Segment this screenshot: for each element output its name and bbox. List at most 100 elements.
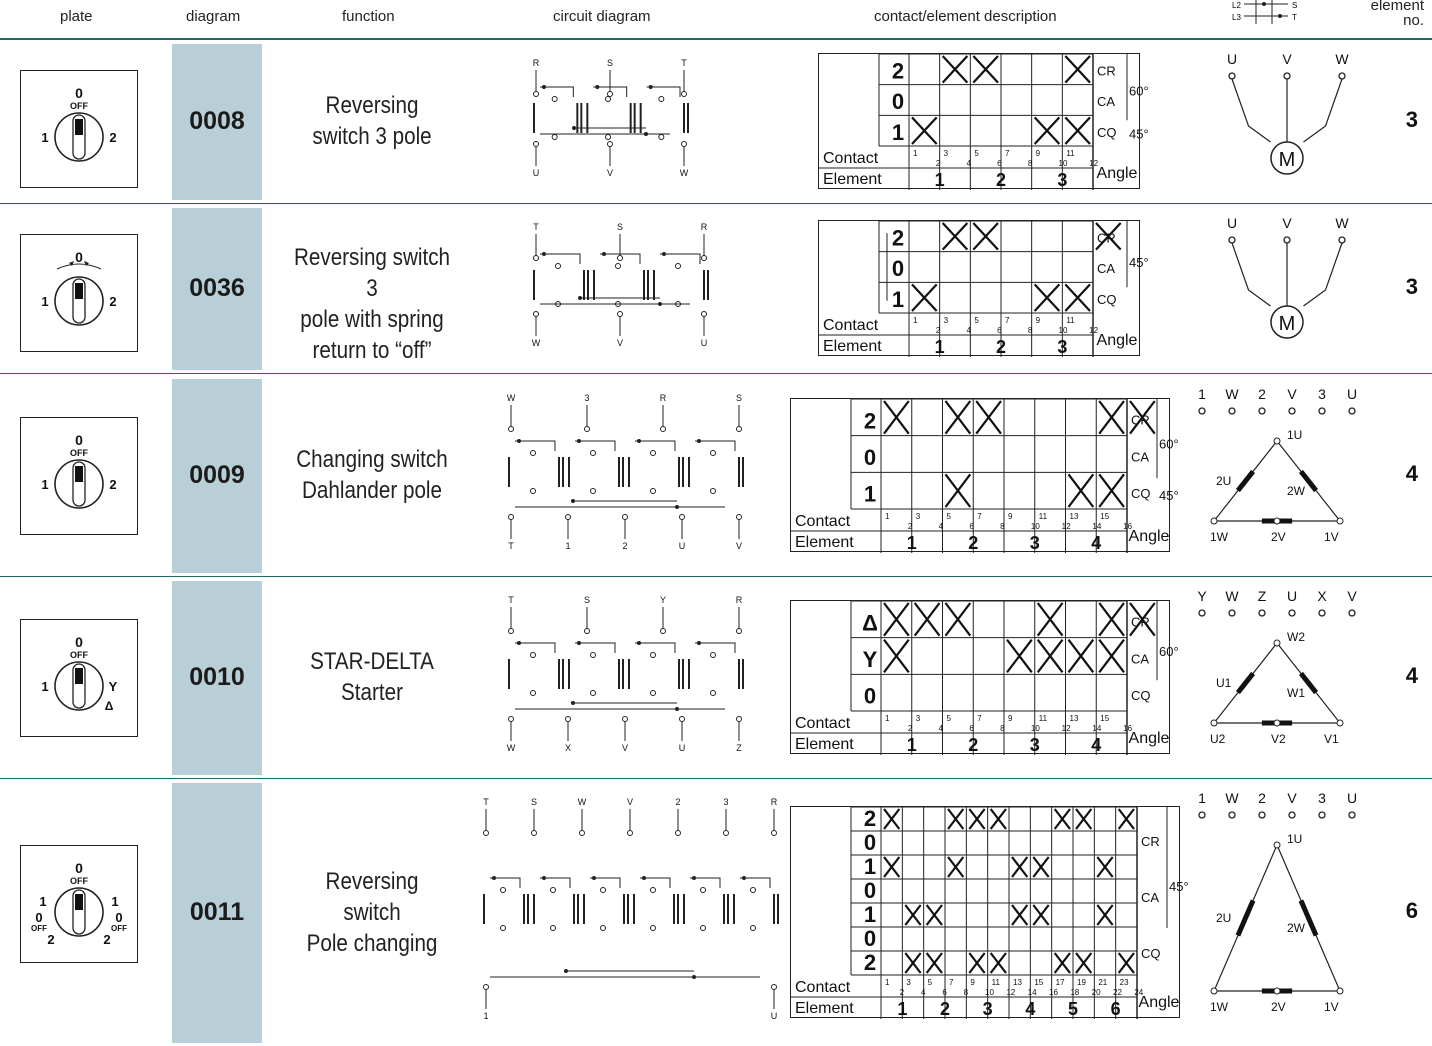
contact-number: 9 bbox=[1036, 149, 1041, 158]
contact-closed-mark bbox=[883, 400, 910, 435]
contact-number: 5 bbox=[974, 316, 979, 325]
contact-closed-mark bbox=[989, 808, 1007, 830]
contact-closed-mark bbox=[883, 856, 901, 878]
svg-text:OFF: OFF bbox=[70, 650, 88, 660]
position-label: 1 bbox=[892, 120, 904, 145]
contact-closed-mark bbox=[1129, 602, 1156, 637]
winding-label: 1U bbox=[1287, 428, 1302, 442]
winding-label: 1W bbox=[1210, 530, 1229, 544]
motor-terminal-label: V bbox=[1282, 51, 1292, 67]
contact-closed-mark bbox=[913, 602, 941, 637]
contact-number: 12 bbox=[1006, 988, 1015, 997]
svg-text:0: 0 bbox=[75, 634, 83, 650]
motor-terminal-label: W bbox=[1225, 790, 1239, 806]
motor-terminal-label: U bbox=[1227, 215, 1237, 231]
contact-closed-mark bbox=[1098, 639, 1125, 673]
contact-number: 15 bbox=[1100, 512, 1109, 521]
angle-value: 45° bbox=[1129, 255, 1149, 270]
function-line: return to “off” bbox=[312, 336, 432, 364]
contact-number: 9 bbox=[1036, 316, 1041, 325]
svg-text:S: S bbox=[1292, 1, 1297, 10]
contact-closed-mark bbox=[911, 116, 938, 145]
motor-terminal-label: W bbox=[1225, 386, 1239, 402]
winding-label: 2V bbox=[1271, 530, 1286, 544]
svg-text:T: T bbox=[1292, 13, 1297, 22]
function-line: Pole changing bbox=[306, 929, 438, 957]
rating-label: CR bbox=[1131, 615, 1150, 630]
position-label: 0 bbox=[864, 830, 876, 855]
circuit-terminal-label: V bbox=[627, 797, 633, 807]
contact-number: 7 bbox=[1005, 316, 1010, 325]
contact-number: 8 bbox=[1000, 724, 1005, 733]
svg-text:OFF: OFF bbox=[111, 924, 127, 933]
table-header: plate diagram function circuit diagram c… bbox=[0, 0, 1432, 38]
contact-number: 6 bbox=[997, 326, 1002, 335]
angle-value: 60° bbox=[1159, 437, 1179, 452]
winding-label: 1V bbox=[1324, 1000, 1339, 1014]
circuit-terminal-label: U bbox=[771, 1011, 778, 1021]
contact-number: 12 bbox=[1089, 326, 1098, 335]
contact-number: 13 bbox=[1070, 512, 1079, 521]
contact-closed-mark bbox=[1095, 222, 1122, 251]
function-line: Starter bbox=[341, 679, 403, 706]
winding-label: V1 bbox=[1324, 732, 1339, 746]
element-number: 3 bbox=[1030, 735, 1040, 755]
motor-terminal-label: Z bbox=[1258, 588, 1267, 604]
motor-terminal-label: U bbox=[1287, 588, 1297, 604]
contact-number: 2 bbox=[900, 988, 905, 997]
circuit-terminal-label: W bbox=[680, 168, 689, 178]
element-number: 4 bbox=[1025, 999, 1035, 1019]
element-number: 4 bbox=[1091, 735, 1101, 755]
position-label: 1 bbox=[892, 287, 904, 312]
contact-number: 11 bbox=[992, 978, 1001, 987]
position-label: 0 bbox=[892, 89, 904, 114]
contact-number: 10 bbox=[1031, 724, 1040, 733]
element-label: Element bbox=[795, 736, 854, 753]
winding-label: 2W bbox=[1287, 921, 1306, 935]
contact-closed-mark bbox=[944, 400, 972, 435]
contact-number: 18 bbox=[1070, 988, 1079, 997]
contact-number: 2 bbox=[908, 522, 913, 531]
svg-text:Y: Y bbox=[109, 679, 118, 694]
position-label: 1 bbox=[864, 854, 876, 879]
contact-number: 14 bbox=[1092, 522, 1101, 531]
contact-closed-mark bbox=[883, 602, 910, 637]
motor-terminal-label: V bbox=[1282, 215, 1292, 231]
circuit-terminal-label: T bbox=[508, 595, 514, 605]
contact-closed-mark bbox=[1064, 283, 1091, 312]
header-rule bbox=[0, 38, 1432, 40]
position-label: 1 bbox=[864, 482, 876, 507]
element-count: 4 bbox=[1405, 461, 1418, 486]
contact-number: 9 bbox=[970, 978, 975, 987]
diagram-code-cell: 0008 bbox=[172, 44, 262, 200]
svg-text:2: 2 bbox=[109, 477, 116, 492]
svg-text:L2: L2 bbox=[1232, 1, 1241, 10]
element-number: 2 bbox=[968, 735, 978, 755]
contact-closed-mark bbox=[1117, 808, 1135, 830]
diagram-code: 0009 bbox=[189, 461, 245, 489]
element-number: 2 bbox=[996, 337, 1006, 357]
diagram-code-cell: 0036 bbox=[172, 208, 262, 370]
motor-terminal-label: U bbox=[1347, 790, 1357, 806]
contact-number: 5 bbox=[928, 978, 933, 987]
contact-closed-mark bbox=[1053, 952, 1071, 974]
contact-number: 16 bbox=[1049, 988, 1058, 997]
element-number: 1 bbox=[907, 735, 917, 755]
contact-label: Contact bbox=[795, 979, 851, 996]
diagram-code: 0008 bbox=[189, 107, 245, 135]
header-plate: plate bbox=[60, 8, 93, 25]
svg-text:1: 1 bbox=[41, 294, 48, 309]
row-separator bbox=[0, 778, 1432, 779]
contact-closed-mark bbox=[1036, 602, 1064, 637]
contact-label: Contact bbox=[795, 715, 851, 732]
